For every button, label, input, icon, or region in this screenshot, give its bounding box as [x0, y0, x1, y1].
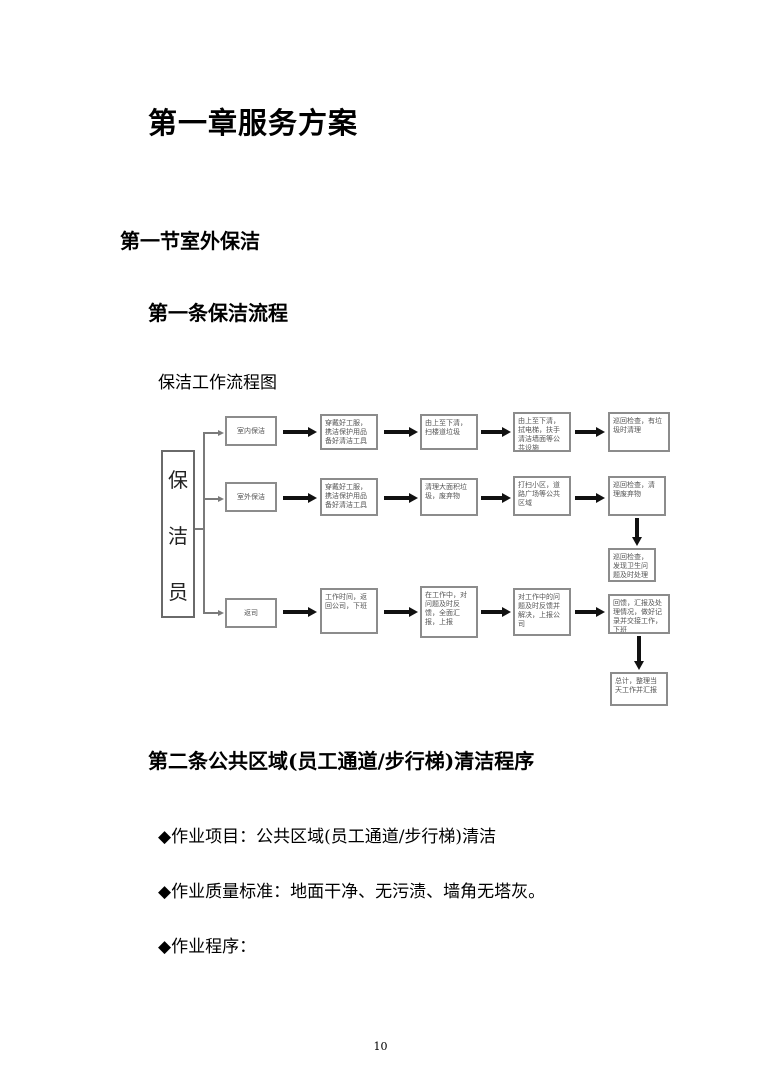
flow-node: 对工作中的问题及时反馈并解决，上报公司 — [513, 588, 571, 636]
flow-arrow — [283, 496, 309, 500]
figure-caption: 保洁工作流程图 — [158, 373, 277, 393]
connector — [203, 432, 219, 434]
flow-node: 打扫小区，道路广场等公共区域 — [513, 476, 571, 516]
bullet-item: ◆作业质量标准：地面干净、无污渍、墙角无塔灰。 — [158, 882, 546, 902]
flow-node: 室外保洁 — [225, 482, 277, 512]
connector — [203, 432, 205, 614]
arrowhead — [308, 427, 317, 437]
article-title: 第一条保洁流程 — [148, 301, 288, 325]
arrowhead — [409, 493, 418, 503]
connector — [195, 528, 203, 530]
flow-arrow — [481, 430, 503, 434]
staff-char: 洁 — [168, 524, 188, 548]
connector — [203, 498, 219, 500]
arrowhead — [596, 607, 605, 617]
bullet-item: ◆作业程序： — [158, 937, 257, 957]
arrowhead — [409, 427, 418, 437]
flow-arrow — [575, 496, 597, 500]
flow-node: 巡回检查，发现卫生问题及时处理 — [608, 548, 656, 582]
flow-node: 巡回检查，有垃圾时清理 — [608, 412, 670, 452]
staff-box: 保 洁 员 — [161, 450, 195, 618]
flow-arrow — [575, 430, 597, 434]
flow-node: 室内保洁 — [225, 416, 277, 446]
bullet-item: ◆作业项目：公共区域(员工通道/步行梯)清洁 — [158, 827, 497, 847]
section-title: 第一节室外保洁 — [120, 229, 260, 253]
cleaning-flowchart: 保 洁 员 室内保洁 穿戴好工服，携洁保护用品备好清洁工具 由上至下清，扫楼道垃… — [155, 410, 675, 710]
arrowhead — [218, 610, 224, 616]
staff-char: 员 — [168, 580, 188, 604]
flow-node: 穿戴好工服，携洁保护用品备好清洁工具 — [320, 414, 378, 450]
flow-arrow — [283, 430, 309, 434]
arrowhead — [634, 661, 644, 670]
arrowhead — [632, 537, 642, 546]
staff-char: 保 — [168, 468, 188, 492]
flow-node: 回馈，汇报及处理情况，做好记录并交接工作，下班 — [608, 594, 670, 634]
arrowhead — [502, 607, 511, 617]
flow-node: 由上至下清，拭电梯，扶手清洁墙面等公共设施 — [513, 412, 571, 452]
arrowhead — [596, 427, 605, 437]
arrowhead — [409, 607, 418, 617]
flow-node: 巡回检查，清理废弃物 — [608, 476, 666, 516]
arrowhead — [308, 493, 317, 503]
flow-node: 总计，整理当天工作并汇报 — [610, 672, 668, 706]
flow-node: 穿戴好工服，携洁保护用品备好清洁工具 — [320, 478, 378, 516]
flow-node: 返司 — [225, 598, 277, 628]
arrowhead — [218, 430, 224, 436]
page-number: 10 — [373, 1040, 388, 1053]
flow-arrow — [481, 496, 503, 500]
flow-arrow — [635, 518, 639, 538]
arrowhead — [218, 496, 224, 502]
arrowhead — [502, 493, 511, 503]
flow-arrow — [384, 496, 410, 500]
flow-node: 由上至下清，扫楼道垃圾 — [420, 414, 478, 450]
arrowhead — [308, 607, 317, 617]
arrowhead — [502, 427, 511, 437]
flow-arrow — [637, 636, 641, 662]
flow-arrow — [481, 610, 503, 614]
flow-arrow — [384, 430, 410, 434]
connector — [203, 612, 219, 614]
flow-node: 清理大面积垃圾，废弃物 — [420, 478, 478, 516]
flow-arrow — [384, 610, 410, 614]
article-title: 第二条公共区域(员工通道/步行梯)清洁程序 — [148, 749, 535, 773]
chapter-title: 第一章服务方案 — [148, 106, 359, 140]
arrowhead — [596, 493, 605, 503]
flow-arrow — [575, 610, 597, 614]
flow-node: 在工作中，对问题及时反馈，全面汇报，上报 — [420, 586, 478, 638]
flow-node: 工作时间，返回公司，下班 — [320, 588, 378, 634]
flow-arrow — [283, 610, 309, 614]
